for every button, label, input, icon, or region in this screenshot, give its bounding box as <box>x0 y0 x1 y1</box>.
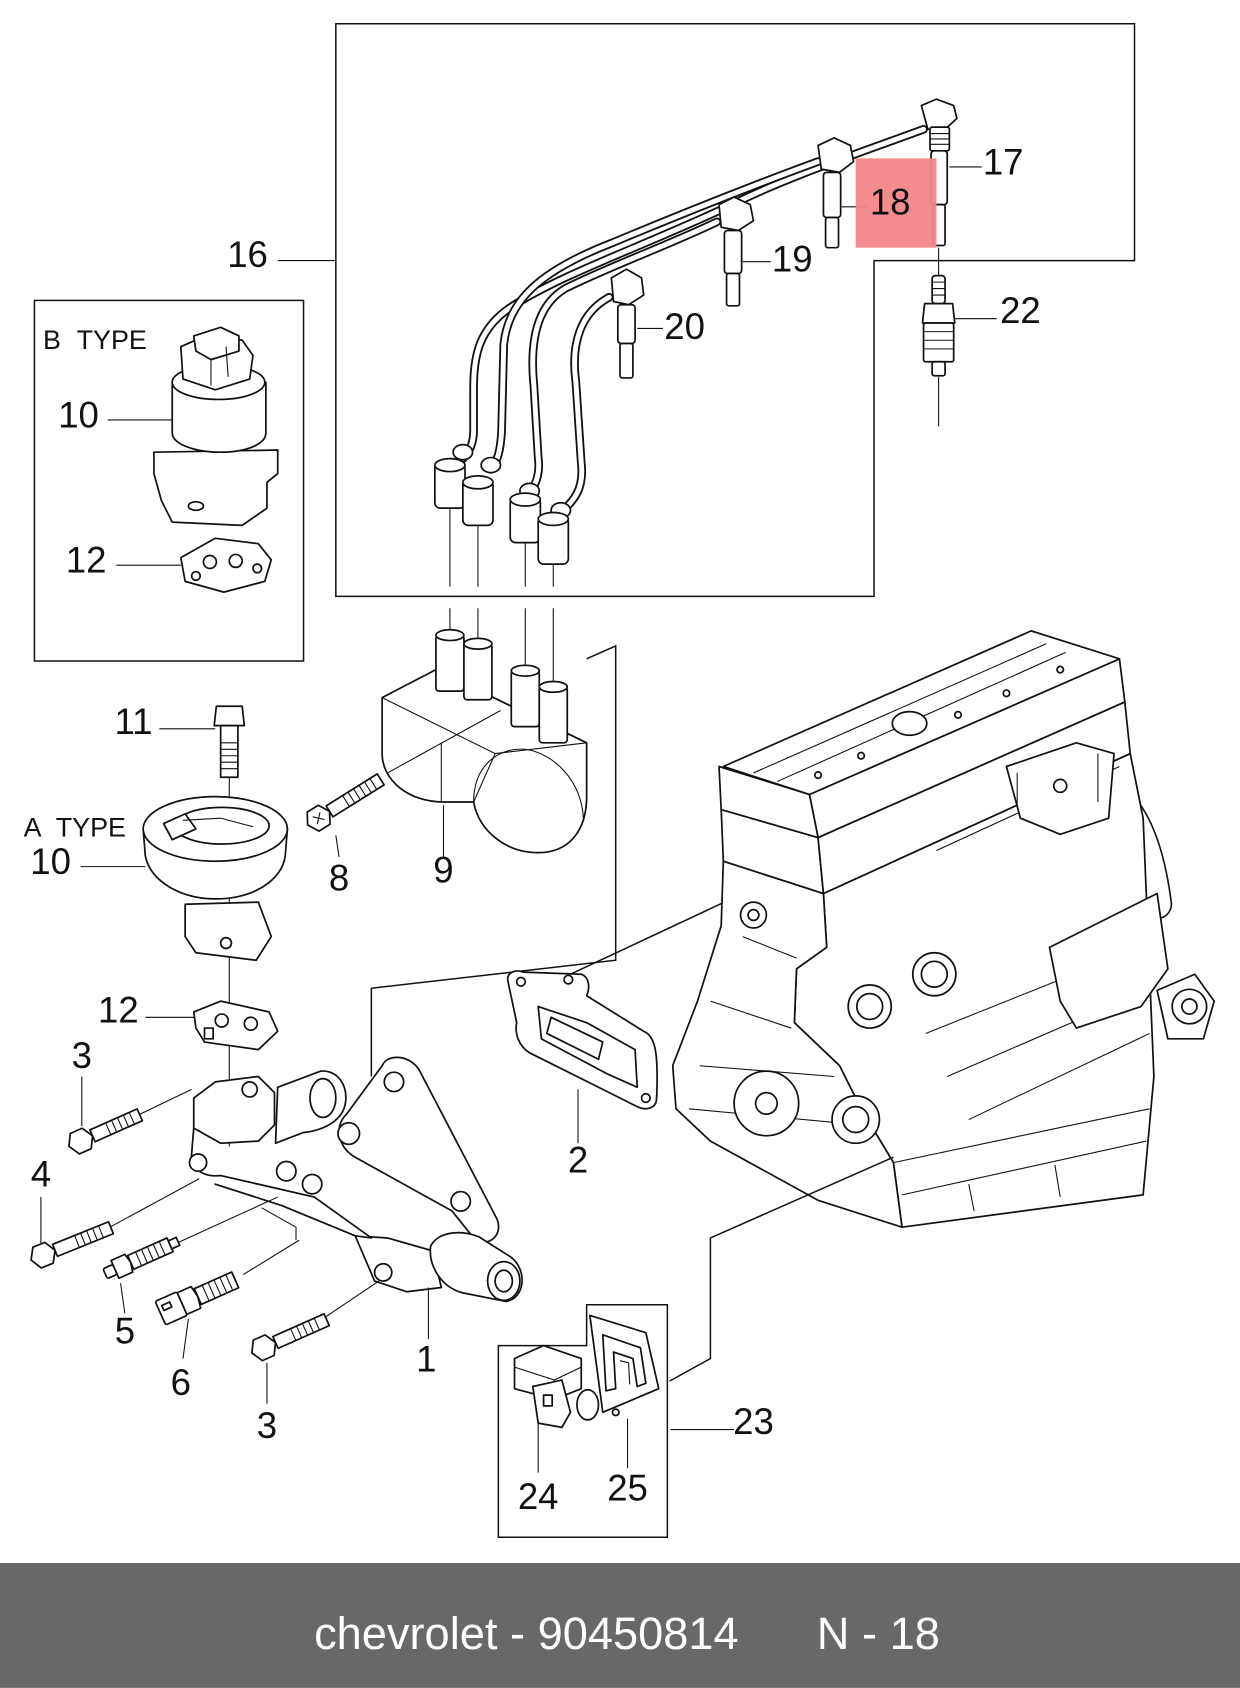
egr-bracket <box>188 1056 523 1303</box>
spark-plug-wire-set <box>434 98 958 687</box>
callout-12-b: 12 <box>66 540 107 581</box>
egr-valve-b-type <box>153 326 279 527</box>
bracket-bolt-upper <box>68 1088 192 1155</box>
callout-6: 6 <box>171 1362 191 1403</box>
bracket-bolt-long <box>30 1178 200 1269</box>
callout-10-b: 10 <box>58 394 99 435</box>
callout-1: 1 <box>416 1338 436 1379</box>
callout-3-lower: 3 <box>257 1405 277 1446</box>
coil-mount-bolt <box>306 710 501 832</box>
callout-20: 20 <box>664 306 705 347</box>
callout-23: 23 <box>733 1401 774 1442</box>
footer-ref-label: N - 18 <box>817 1608 940 1659</box>
callout-5: 5 <box>115 1310 135 1351</box>
temperature-sender <box>154 1239 300 1359</box>
boot-guide-lines <box>449 508 554 687</box>
coil-boot-3 <box>509 482 542 544</box>
callout-24: 24 <box>518 1476 559 1517</box>
coil-boot-2 <box>461 456 502 527</box>
type-label-a: A TYPE <box>24 812 126 842</box>
bracket-bolt-lower <box>251 1280 380 1362</box>
b-type-frame <box>33 299 305 662</box>
wire-set-frame <box>335 23 1136 598</box>
callout-17: 17 <box>983 141 1024 182</box>
type-label-b: B TYPE <box>43 325 147 355</box>
footer-band <box>0 1563 1240 1688</box>
callout-9: 9 <box>433 850 453 891</box>
ignition-coil <box>370 628 617 1077</box>
callout-4: 4 <box>31 1153 51 1194</box>
highlight-box <box>855 158 937 248</box>
callout-16: 16 <box>227 234 268 275</box>
plug-boot-18 <box>817 137 855 249</box>
egr-valve-a-type <box>142 795 289 962</box>
plug-boot-19 <box>718 196 755 307</box>
callout-10-a: 10 <box>30 841 71 882</box>
engine-block <box>671 630 1216 1229</box>
callout-leaders <box>40 166 997 1473</box>
callout-18-highlighted: 18 <box>870 181 911 222</box>
callout-8: 8 <box>329 857 349 898</box>
sensor-kit-leader <box>669 1156 894 1382</box>
egr-gasket-b-type <box>179 537 273 593</box>
callout-12-a: 12 <box>98 990 139 1031</box>
coil-boot-1 <box>434 443 474 510</box>
position-sensor <box>513 1344 600 1429</box>
callout-19: 19 <box>772 238 813 279</box>
footer-part-label: chevrolet - 90450814 <box>314 1608 739 1659</box>
spark-plug <box>921 247 956 427</box>
callout-2: 2 <box>568 1139 588 1180</box>
sensor-plate <box>589 1314 660 1417</box>
callout-25: 25 <box>607 1468 648 1509</box>
sensor-kit-frame <box>497 1303 669 1538</box>
callout-11: 11 <box>114 701 152 742</box>
mounting-gasket <box>506 892 744 1110</box>
temperature-sensor <box>102 1196 278 1280</box>
callout-22: 22 <box>1000 290 1041 331</box>
oil-filler-cap <box>891 710 928 737</box>
callout-3-upper: 3 <box>72 1035 92 1076</box>
coil-boot-4 <box>537 501 572 565</box>
plug-boot-20 <box>610 268 645 379</box>
egr-gasket-a-type <box>192 1000 279 1051</box>
